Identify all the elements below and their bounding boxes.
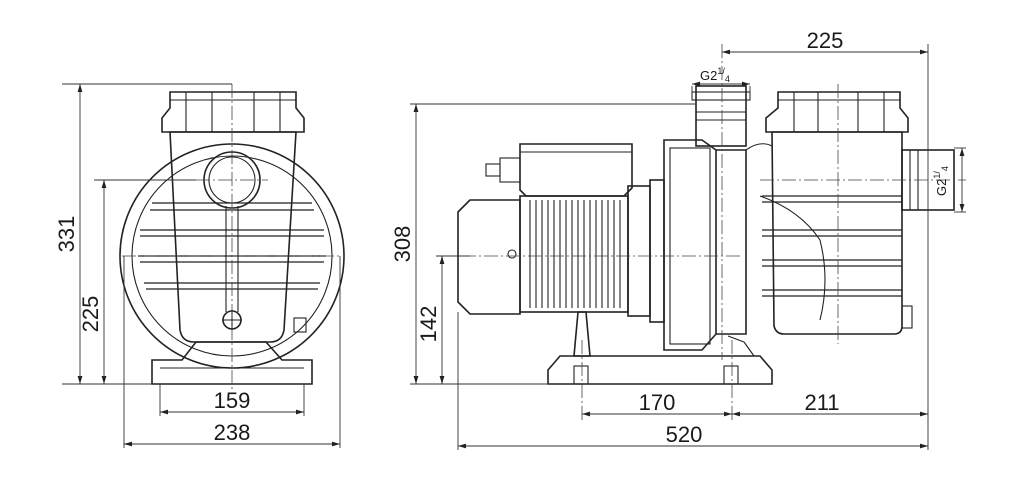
dim-side-foot-spacing: 170 [639,390,676,415]
side-view: 308 142 225 170 211 520 G21/4 G21/4 [390,28,966,450]
side-lid [765,91,909,133]
thread-top-outlet-label: G21/4 [700,66,730,84]
side-basket-ribs [762,195,902,297]
side-base [547,355,773,385]
side-motor-fins [529,200,621,308]
dim-side-overall-length: 520 [666,422,703,447]
dim-side-foot-to-end: 211 [804,390,839,415]
side-top-outlet [695,85,747,147]
side-basket-housing [771,131,903,335]
side-cable-gland [499,157,521,183]
dim-front-height-total: 331 [54,216,79,253]
front-lid [161,91,305,133]
dim-side-motor-axis: 142 [416,306,441,343]
dim-side-outlet-offset: 225 [807,28,844,53]
side-pump-volute [663,139,717,351]
dim-front-base-outer: 238 [214,420,251,445]
side-terminal-box [519,143,633,197]
dim-side-height-outlet: 308 [390,226,415,263]
dim-front-base-inner: 159 [214,388,251,413]
front-view: 331 225 159 238 [54,83,345,448]
dim-front-height-axis: 225 [78,296,103,333]
front-basket-housing [169,131,297,343]
front-base [151,341,313,385]
side-motor-endcap [457,199,521,315]
thread-side-inlet-label: G21/4 [932,166,950,196]
